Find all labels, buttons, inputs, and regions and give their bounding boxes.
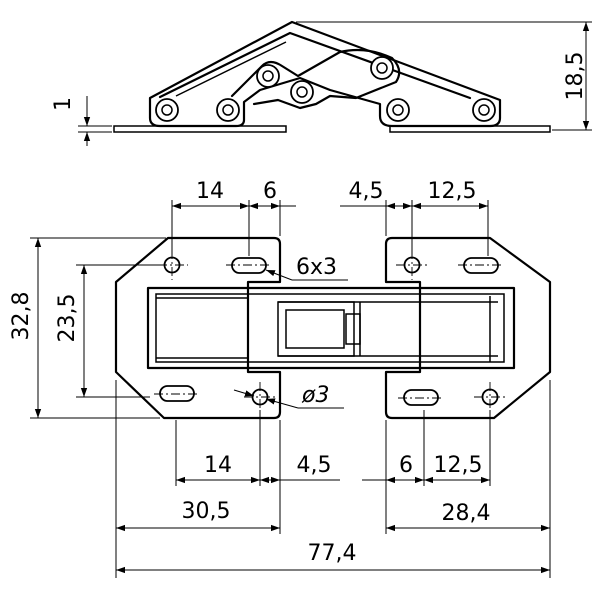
dim-left: 32,8 23,5 (9, 237, 166, 419)
callouts: 6x3 ø3 (233, 255, 348, 409)
callout-hole-size: ø3 (301, 383, 329, 408)
slot-right-bottom (403, 389, 439, 406)
side-view: 18,5 1 (51, 20, 592, 146)
dim-label-bottom-12-5: 12,5 (434, 453, 483, 478)
dim-label-height-23-5: 23,5 (55, 294, 80, 343)
hinge-linkage (230, 48, 401, 110)
dim-top: 14 6 4,5 12,5 (171, 179, 489, 256)
dim-label-bottom-14: 14 (204, 453, 232, 478)
dim-label-height-32-8: 32,8 (9, 292, 34, 341)
dim-label-bottom-6: 6 (399, 453, 413, 478)
dim-label-28-4: 28,4 (442, 501, 491, 526)
hinge-arm-edge (175, 41, 287, 97)
dim-bottom: 14 4,5 6 12,5 30,5 28,4 77,4 (115, 380, 551, 578)
left-mount-plate (114, 236, 282, 420)
mounting-holes (159, 256, 499, 406)
callout-slot-size: 6x3 (296, 255, 337, 280)
dim-label-top-4-5: 4,5 (349, 179, 384, 204)
dim-label-top-6: 6 (263, 179, 277, 204)
slot-right-top (463, 257, 499, 274)
slot-left-top (231, 257, 267, 274)
dim-label-plate-thickness: 1 (51, 97, 76, 111)
dim-label-top-12-5: 12,5 (428, 179, 477, 204)
dim-height-side: 18,5 (296, 21, 592, 131)
plan-view: 14 6 4,5 12,5 32,8 23,5 6x3 (9, 179, 552, 578)
dim-label-30-5: 30,5 (182, 499, 231, 524)
hinge-upper-arm (158, 31, 472, 100)
hinge-arm-outline (148, 20, 502, 128)
dim-label-top-14: 14 (196, 179, 224, 204)
pivot-pins (155, 56, 496, 122)
slot-left-bottom (159, 385, 195, 402)
dim-label-side-height: 18,5 (563, 52, 588, 101)
dim-plate-thickness: 1 (51, 96, 112, 146)
hinge-body (146, 286, 516, 370)
right-mount-plate (384, 236, 552, 420)
dim-label-bottom-4-5: 4,5 (297, 453, 332, 478)
dim-label-77-4: 77,4 (308, 541, 357, 566)
